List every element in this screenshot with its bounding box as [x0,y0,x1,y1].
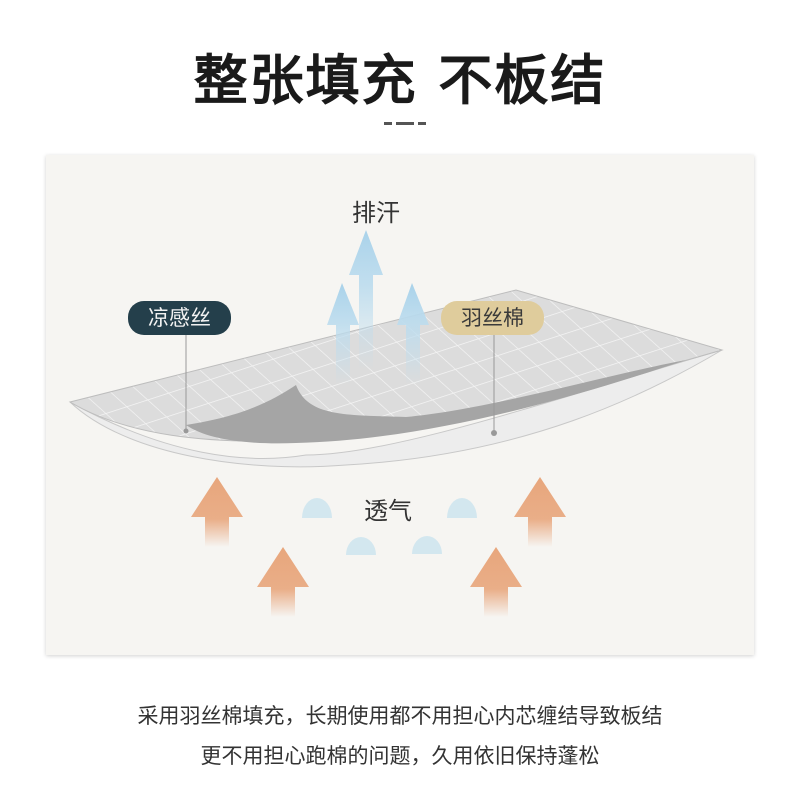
mattress-illustration [68,230,724,617]
down-cotton-tag: 羽丝棉 [441,301,544,335]
mattress-diagram: 排汗 凉感丝 羽丝棉 透气 [46,155,754,655]
arrow-up-icon [514,477,566,547]
arrow-up-icon [257,547,309,617]
arrow-up-icon [470,547,522,617]
sweat-label: 排汗 [352,199,400,227]
title-divider [384,122,426,126]
air-bubble [412,536,442,554]
page-title: 整张填充 不板结 [193,49,607,112]
breathable-arrows [191,477,566,617]
air-bubbles [302,498,477,555]
description-line-2: 更不用担心跑棉的问题，久用依旧保持蓬松 [200,744,600,768]
breathable-label: 透气 [364,497,412,525]
arrow-up-icon [327,283,359,385]
sweat-arrows [327,230,429,385]
cool-silk-tag: 凉感丝 [128,301,231,335]
filling-layer [186,360,686,444]
arrow-up-icon [397,283,429,385]
arrow-up-icon [349,230,383,370]
arrow-up-icon [191,477,243,547]
description-line-1: 采用羽丝棉填充，长期使用都不用担心内芯缠结导致板结 [137,704,663,728]
